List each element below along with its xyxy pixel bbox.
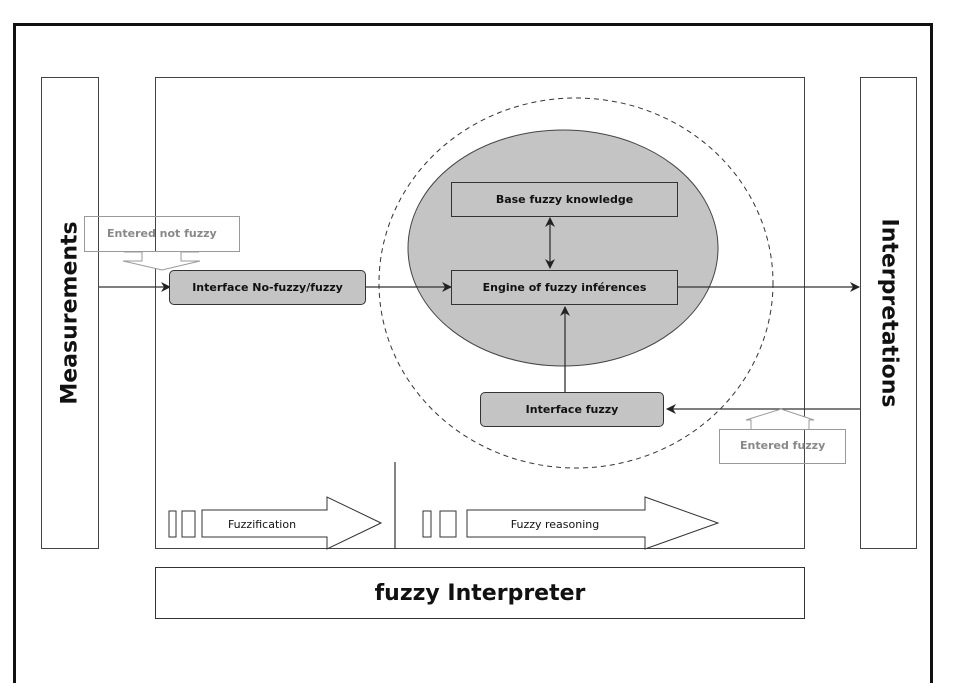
measurements-panel: Measurements	[41, 77, 99, 549]
node-inference-engine[interactable]: Engine of fuzzy inférences	[451, 270, 678, 305]
stage-marker-box	[181, 510, 196, 538]
diagram-canvas: Fuzzification Fuzzy reasoning	[99, 97, 860, 550]
callout-entered-not-fuzzy: Entered not fuzzy	[84, 216, 240, 252]
interpretations-panel: Interpretations	[860, 77, 917, 549]
stage-marker-bar	[168, 510, 177, 538]
fuzzy-reasoning-label: Fuzzy reasoning	[511, 518, 599, 531]
callout-entered-not-fuzzy-text: Entered not fuzzy	[107, 227, 217, 240]
stage-marker-box	[439, 510, 457, 538]
diagram-title-banner: fuzzy Interpreter	[155, 567, 805, 619]
callout-pointer-not-fuzzy	[122, 251, 201, 271]
outer-frame	[13, 23, 933, 683]
fuzzification-label: Fuzzification	[228, 518, 296, 531]
node-knowledge-base[interactable]: Base fuzzy knowledge	[451, 182, 678, 217]
inference-system-ellipse	[407, 129, 719, 367]
callout-pointer-fuzzy	[745, 408, 815, 429]
node-interface-fuzzy[interactable]: Interface fuzzy	[480, 392, 664, 427]
fuzzy-reasoning-arrow	[466, 496, 720, 550]
interpreter-panel	[155, 77, 805, 549]
fuzzification-arrow	[201, 496, 383, 550]
callout-entered-fuzzy-text: Entered fuzzy	[740, 439, 826, 452]
node-interface-nofuzzy-fuzzy[interactable]: Interface No-fuzzy/fuzzy	[169, 270, 366, 305]
fuzzy-core-boundary	[378, 97, 774, 469]
callout-entered-fuzzy: Entered fuzzy	[719, 429, 846, 464]
stage-marker-bar	[422, 510, 432, 538]
